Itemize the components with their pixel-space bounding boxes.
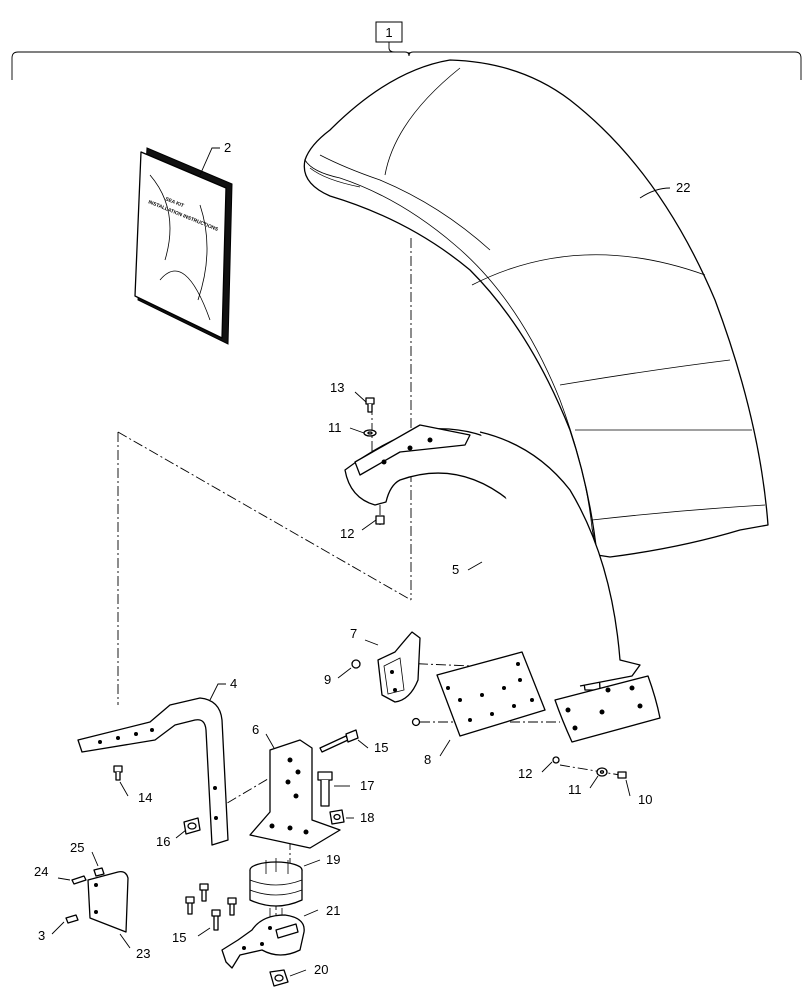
svg-text:9: 9 [324, 672, 331, 687]
alignment-lines [117, 238, 621, 925]
svg-text:25: 25 [70, 840, 84, 855]
nut-12-lower [552, 756, 560, 764]
base-bracket [221, 914, 305, 969]
svg-text:6: 6 [252, 722, 259, 737]
callout-9: 9 [324, 667, 352, 687]
bolt-15-upper [319, 729, 359, 753]
svg-text:13: 13 [330, 380, 344, 395]
callout-23: 23 [119, 933, 150, 961]
screw-24 [71, 875, 87, 885]
callout-10: 10 [625, 779, 652, 807]
callout-15-upper: 15 [357, 739, 388, 755]
mounting-plate [436, 651, 546, 737]
svg-text:12: 12 [518, 766, 532, 781]
kit-number: 1 [385, 25, 392, 40]
callout-7: 7 [350, 626, 379, 646]
bolts-15-lower [185, 883, 237, 931]
callout-16: 16 [156, 829, 187, 849]
svg-text:2: 2 [224, 140, 231, 155]
nut-12-top [375, 515, 385, 525]
svg-text:5: 5 [452, 562, 459, 577]
fender [303, 59, 769, 558]
nut-20 [269, 969, 289, 987]
svg-text:3: 3 [38, 928, 45, 943]
clip-25 [93, 867, 105, 877]
callout-22: 22 [639, 180, 690, 199]
nut-9 [351, 659, 361, 669]
svg-text:8: 8 [424, 752, 431, 767]
callout-8: 8 [424, 739, 451, 767]
callout-6: 6 [252, 722, 275, 749]
svg-text:18: 18 [360, 810, 374, 825]
svg-text:11: 11 [568, 782, 582, 797]
nut-18 [329, 809, 345, 825]
svg-text:15: 15 [374, 740, 388, 755]
bolt-10 [617, 771, 627, 779]
kit-bracket [11, 42, 802, 80]
callout-4: 4 [209, 676, 237, 701]
svg-text:17: 17 [360, 778, 374, 793]
angle-bracket [249, 739, 341, 849]
callout-14: 14 [119, 781, 152, 805]
svg-text:4: 4 [230, 676, 237, 691]
clamp-bracket [377, 631, 421, 703]
callout-3: 3 [38, 921, 65, 943]
svg-text:21: 21 [326, 903, 340, 918]
svg-text:16: 16 [156, 834, 170, 849]
callout-17: 17 [334, 778, 374, 793]
svg-text:14: 14 [138, 790, 152, 805]
callout-15-lower: 15 [172, 927, 211, 945]
svg-text:12: 12 [340, 526, 354, 541]
svg-text:7: 7 [350, 626, 357, 641]
screw-3 [65, 914, 79, 924]
nut-16 [183, 817, 201, 835]
svg-text:22: 22 [676, 180, 690, 195]
callout-11-lower: 11 [568, 775, 599, 797]
kit-header: 1 [11, 21, 802, 80]
callout-21: 21 [303, 903, 340, 918]
washer-11-lower [596, 767, 608, 777]
nut-left-of-plate [411, 717, 421, 727]
callout-11-top: 11 [328, 420, 365, 435]
callout-2: 2 [199, 140, 231, 176]
callout-12-lower: 12 [518, 761, 553, 781]
callout-24: 24 [34, 864, 71, 881]
cover-plate [87, 870, 129, 933]
bolt-14 [113, 765, 123, 781]
callout-12-top: 12 [340, 519, 377, 541]
svg-text:23: 23 [136, 946, 150, 961]
callout-20: 20 [289, 962, 328, 977]
callout-5: 5 [452, 561, 483, 577]
isolator-mount [249, 858, 303, 918]
callout-19: 19 [303, 852, 340, 867]
bolt-17 [317, 771, 333, 807]
washer-11-top [363, 429, 377, 437]
mounting-arm [77, 697, 229, 846]
callout-13: 13 [330, 380, 367, 403]
bolt-13 [365, 397, 375, 413]
callout-25: 25 [70, 840, 99, 867]
svg-text:19: 19 [326, 852, 340, 867]
svg-text:11: 11 [328, 420, 342, 435]
svg-text:15: 15 [172, 930, 186, 945]
support-arm [344, 424, 661, 743]
installation-manual: SEA KIT INSTALLATION INSTRUCTIONS [134, 147, 233, 345]
svg-text:20: 20 [314, 962, 328, 977]
svg-text:24: 24 [34, 864, 48, 879]
callout-18: 18 [346, 810, 374, 825]
svg-text:10: 10 [638, 792, 652, 807]
